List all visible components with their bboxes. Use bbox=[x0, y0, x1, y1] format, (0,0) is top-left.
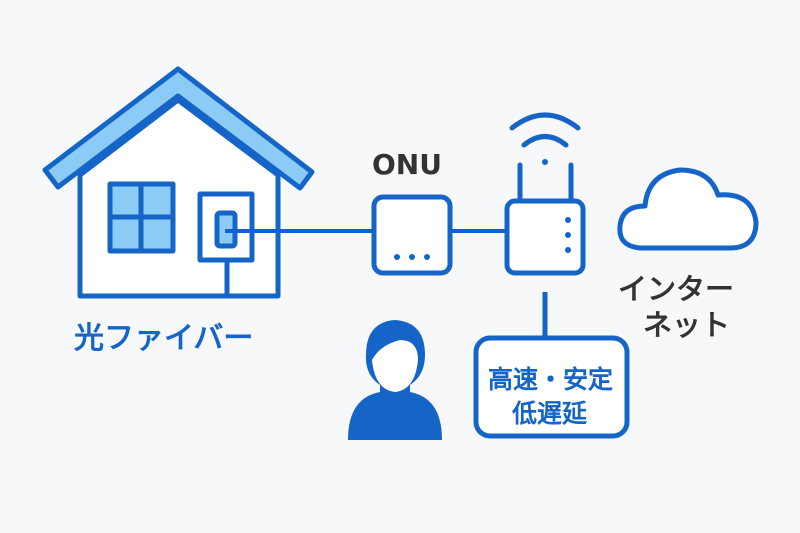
fiber-label: 光ファイバー bbox=[74, 321, 254, 356]
wifi-router-icon bbox=[504, 112, 586, 276]
user-icon bbox=[348, 320, 442, 440]
connection-lines bbox=[225, 229, 548, 337]
features-box bbox=[473, 335, 630, 439]
onu-label: ONU bbox=[372, 148, 442, 181]
onu-device-icon bbox=[371, 194, 453, 276]
house-icon bbox=[42, 66, 315, 299]
internet-label-line1: インター bbox=[618, 272, 735, 306]
internet-label-line2: ネット bbox=[643, 308, 731, 342]
wifi-icon bbox=[509, 112, 581, 131]
features-line2: 低遅延 bbox=[512, 399, 588, 428]
cloud-icon bbox=[617, 167, 759, 251]
features-line1: 高速・安定 bbox=[488, 365, 614, 394]
